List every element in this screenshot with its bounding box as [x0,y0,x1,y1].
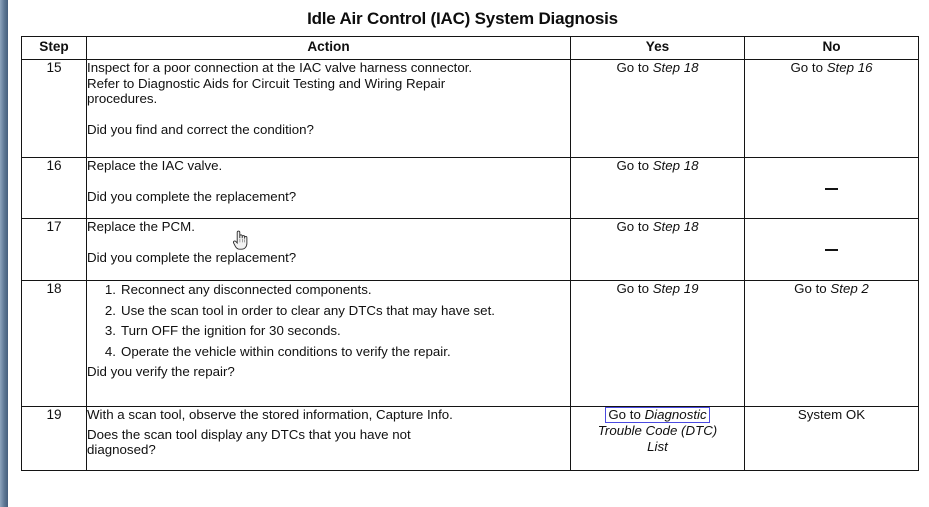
step-number-cell: 15 [21,59,87,158]
action-question: Did you find and correct the condition? [87,122,314,138]
blank-line [87,235,570,251]
yes-cell: Go to Step 18 [570,218,745,281]
column-header-action: Action [86,36,571,60]
step-number-cell: 16 [21,157,87,219]
no-goto-label: Go to [790,60,827,75]
em-dash-icon [825,249,838,252]
blank-line [87,174,570,190]
no-goto-label: Go to [794,281,831,296]
window-left-edge-strip [0,0,8,507]
action-question: Did you complete the replacement? [87,250,297,266]
table-header: Step Action Yes No [21,36,919,60]
action-question: Does the scan tool display any DTCs that… [87,426,411,442]
list-item: Turn OFF the ignition for 30 seconds. [96,323,341,339]
diagnosis-table: Step Action Yes No 15 Inspect for a poor… [21,36,919,471]
action-cell: Reconnect any disconnected components. U… [86,280,571,407]
yes-goto-label: Go to [616,219,653,234]
no-cell: System OK [744,406,919,471]
numbered-instruction-list: Reconnect any disconnected components. U… [87,282,570,359]
action-line: With a scan tool, observe the stored inf… [87,407,453,422]
em-dash-icon [825,187,838,190]
no-cell [744,157,919,219]
action-line: Replace the PCM. [87,219,195,234]
yes-goto-target: Diagnostic [644,407,707,422]
yes-cell: Go to Step 19 [570,280,745,407]
action-cell: Replace the PCM. Did you complete the re… [86,218,571,281]
action-line: Refer to Diagnostic Aids for Circuit Tes… [87,75,446,91]
action-cell: Replace the IAC valve. Did you complete … [86,157,571,219]
column-header-step: Step [21,36,87,60]
page-title: Idle Air Control (IAC) System Diagnosis [307,9,618,28]
column-header-no: No [744,36,919,60]
no-cell: Go to Step 16 [744,59,919,158]
action-cell: Inspect for a poor connection at the IAC… [86,59,571,158]
yes-cell: Go to Step 18 [570,59,745,158]
yes-goto-target: Step 18 [652,60,699,75]
table-row: 19 With a scan tool, observe the stored … [21,406,919,471]
yes-goto-label: Go to [616,60,653,75]
no-goto-target: Step 16 [826,60,873,75]
yes-cell: Go to Diagnostic Trouble Code (DTC) List [570,406,745,471]
table-row: 16 Replace the IAC valve. Did you comple… [21,157,919,219]
no-cell: Go to Step 2 [744,280,919,407]
action-cell: With a scan tool, observe the stored inf… [86,406,571,471]
yes-goto-target: Step 18 [652,219,699,234]
no-goto-target: Step 2 [830,281,869,296]
dtc-list-link[interactable]: Go to Diagnostic [605,407,710,423]
action-question: Did you complete the replacement? [87,189,297,205]
no-cell [744,218,919,281]
action-line: Inspect for a poor connection at the IAC… [87,60,473,75]
column-header-yes: Yes [570,36,745,60]
action-line: procedures. [87,91,158,107]
table-row: 18 Reconnect any disconnected components… [21,280,919,407]
yes-goto-label: Go to [616,158,653,173]
yes-goto-label: Go to [608,407,645,422]
list-item: Use the scan tool in order to clear any … [96,302,495,318]
action-line: Replace the IAC valve. [87,158,223,173]
list-item: Operate the vehicle within conditions to… [96,343,451,359]
yes-goto-target-line2: Trouble Code (DTC) [597,423,718,438]
step-number-cell: 18 [21,280,87,407]
action-question-cont: diagnosed? [87,442,156,458]
action-question: Did you verify the repair? [87,364,235,380]
table-header-row: Step Action Yes No [21,36,919,60]
document-page: Idle Air Control (IAC) System Diagnosis … [8,0,929,507]
step-number-cell: 19 [21,406,87,471]
step-number-cell: 17 [21,218,87,281]
yes-goto-target-line3: List [647,438,668,454]
table-row: 17 Replace the PCM. Did you complete the… [21,218,919,281]
yes-goto-target: Step 18 [652,158,699,173]
yes-goto-target: Step 19 [652,281,699,296]
yes-goto-label: Go to [616,281,653,296]
yes-cell: Go to Step 18 [570,157,745,219]
table-body: 15 Inspect for a poor connection at the … [21,59,919,471]
table-row: 15 Inspect for a poor connection at the … [21,59,919,158]
list-item: Reconnect any disconnected components. [96,282,372,297]
blank-line [87,107,570,123]
